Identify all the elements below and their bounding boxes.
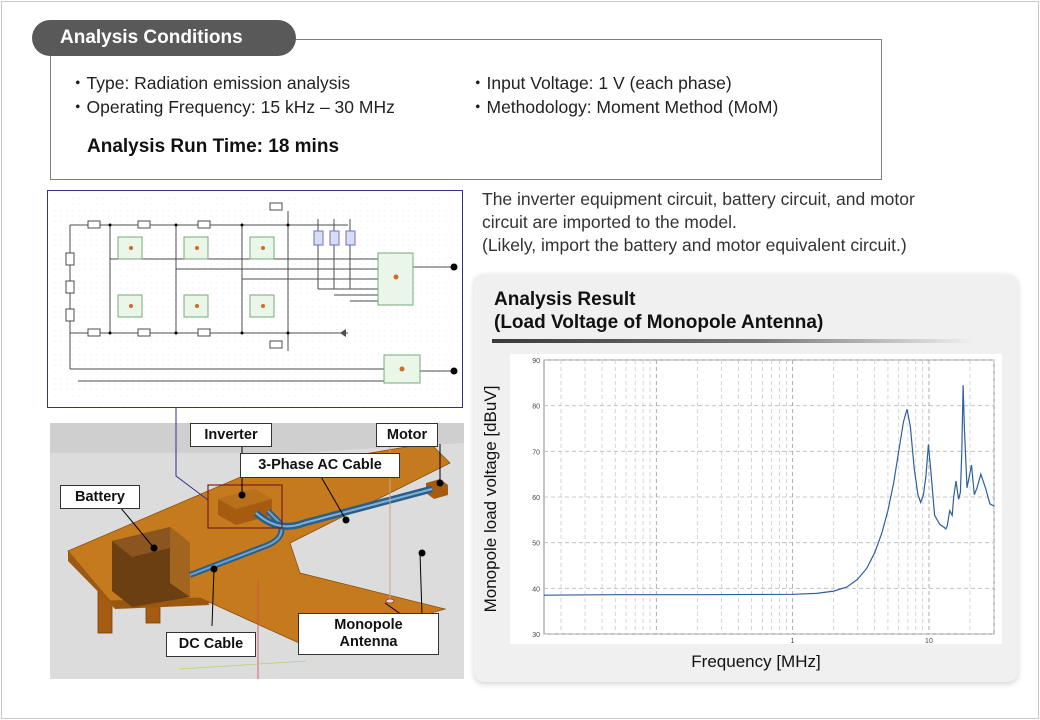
schematic-diagram	[52, 195, 458, 403]
label-monopole-antenna: Monopole Antenna	[298, 613, 439, 655]
analysis-runtime: Analysis Run Time: 18 mins	[87, 136, 340, 157]
condition-frequency: ・Operating Frequency: 15 kHz – 30 MHz	[69, 97, 395, 117]
chart-plot: 30 40 50 60 70 80 90 1 10	[532, 358, 995, 645]
circuit-schematic	[47, 190, 463, 408]
title-underline	[492, 339, 974, 343]
label-dc-cable: DC Cable	[166, 632, 256, 657]
x-tick-label: 10	[925, 638, 933, 644]
conditions-tab: Analysis Conditions	[32, 20, 296, 56]
result-panel: Analysis Result (Load Voltage of Monopol…	[474, 274, 1018, 682]
y-tick-label: 80	[532, 404, 540, 411]
label-antenna-line2: Antenna	[339, 634, 398, 650]
note-line-2: circuit are imported to the model.	[482, 212, 737, 232]
result-title-line1: Analysis Result	[494, 289, 636, 310]
conditions-box: ・Type: Radiation emission analysis ・Oper…	[50, 39, 882, 180]
y-tick-label: 70	[532, 449, 540, 456]
import-note: The inverter equipment circuit, battery …	[482, 188, 1022, 257]
label-inverter: Inverter	[190, 423, 272, 447]
vehicle-model-3d: Inverter Motor 3-Phase AC Cable Battery …	[50, 423, 464, 679]
note-line-3: (Likely, import the battery and motor eq…	[482, 235, 907, 255]
y-axis-label-text: Monopole load voltage [dBuV]	[481, 385, 500, 613]
label-ac-cable: 3-Phase AC Cable	[240, 453, 400, 478]
series-line	[543, 385, 995, 596]
x-axis-label: Frequency [MHz]	[691, 652, 821, 671]
label-battery: Battery	[60, 485, 140, 509]
condition-type: ・Type: Radiation emission analysis	[69, 73, 351, 93]
condition-method: ・Methodology: Moment Method (MoM)	[469, 97, 779, 117]
y-axis-label: Monopole load voltage [dBuV]	[478, 354, 504, 644]
y-tick-label: 60	[532, 495, 540, 502]
y-tick-label: 40	[532, 586, 540, 593]
label-antenna-line1: Monopole	[334, 617, 403, 633]
y-tick-label: 30	[532, 632, 540, 639]
x-tick-label: 1	[791, 638, 795, 644]
note-line-1: The inverter equipment circuit, battery …	[482, 189, 915, 209]
label-motor: Motor	[376, 423, 438, 447]
result-chart: Monopole load voltage [dBuV] 30 40 50 60 70 8…	[481, 354, 1002, 645]
condition-voltage: ・Input Voltage: 1 V (each phase)	[469, 73, 732, 93]
y-tick-label: 50	[532, 541, 540, 548]
result-title-line2: (Load Voltage of Monopole Antenna)	[494, 312, 824, 333]
y-tick-label: 90	[532, 358, 540, 365]
result-title: Analysis Result (Load Voltage of Monopol…	[494, 288, 823, 334]
